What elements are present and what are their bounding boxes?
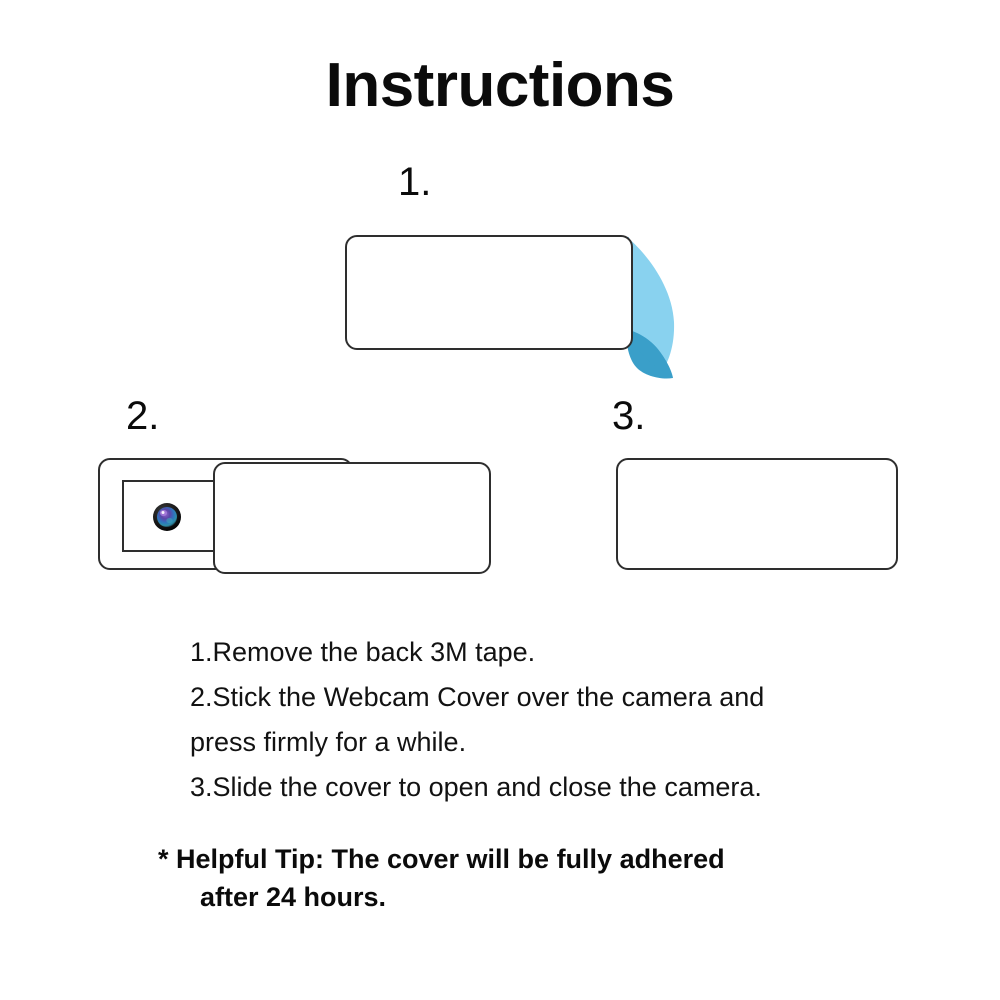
helpful-tip: * Helpful Tip: The cover will be fully a…	[158, 840, 958, 916]
instruction-line-2: 2.Stick the Webcam Cover over the camera…	[190, 682, 765, 712]
step-1-illustration	[345, 230, 685, 380]
camera-lens-icon	[153, 503, 181, 531]
page-title: Instructions	[325, 51, 675, 120]
cover-body-step1	[345, 235, 633, 350]
helpful-tip-line-1: * Helpful Tip: The cover will be fully a…	[158, 844, 725, 874]
step-2-number: 2.	[126, 394, 160, 438]
instruction-line-1: 1.Remove the back 3M tape.	[190, 637, 536, 667]
instruction-line-3: press firmly for a while.	[190, 727, 467, 757]
cover-slider-step2[interactable]	[213, 462, 491, 574]
helpful-tip-line-2: after 24 hours.	[200, 882, 387, 912]
instruction-list: 1.Remove the back 3M tape. 2.Stick the W…	[190, 630, 930, 810]
step-3-illustration	[612, 450, 912, 585]
step-3-number: 3.	[612, 394, 646, 438]
cover-closed-step3	[616, 458, 898, 570]
step-1-number: 1.	[398, 160, 432, 204]
step-2-illustration	[95, 450, 505, 585]
instruction-line-4: 3.Slide the cover to open and close the …	[190, 772, 762, 802]
peel-tape-icon	[626, 237, 675, 379]
